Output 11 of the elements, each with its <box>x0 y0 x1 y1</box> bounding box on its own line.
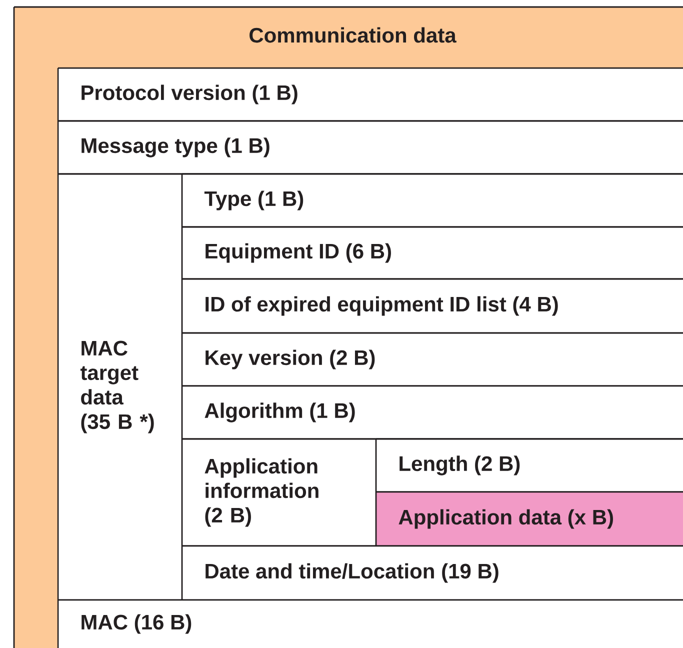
table-cell: Message type (1 B) <box>57 120 683 175</box>
table-cell: Date and time/Location (19 B) <box>181 545 683 601</box>
table-cell: Algorithm (1 B) <box>181 385 683 440</box>
table-cell: Type (1 B) <box>181 173 683 228</box>
table-cell: ID of expired equipment ID list (4 B) <box>181 278 683 334</box>
table-cell: MAC (16 B) <box>57 599 683 648</box>
table-cell: Length (2 B) <box>375 438 683 493</box>
table-cell: Key version (2 B) <box>181 332 683 387</box>
table-cell: Application data (x B) <box>375 491 683 547</box>
table-cell: Protocol version (1 B) <box>57 67 683 122</box>
table-cell: Equipment ID (6 B) <box>181 226 683 280</box>
